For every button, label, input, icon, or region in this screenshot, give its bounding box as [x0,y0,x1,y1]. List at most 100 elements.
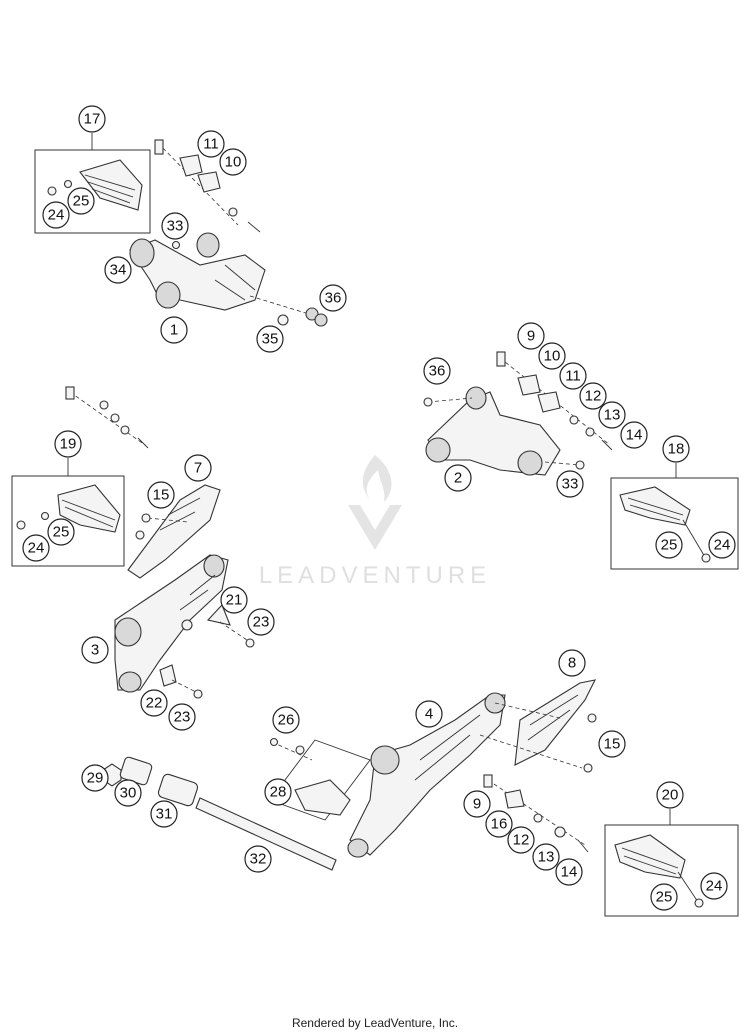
svg-text:19: 19 [60,436,77,453]
svg-text:11: 11 [203,136,219,153]
svg-text:10: 10 [544,348,561,365]
svg-text:25: 25 [661,537,678,554]
svg-text:26: 26 [278,712,295,729]
svg-text:16: 16 [491,816,508,833]
footer-credit: Rendered by LeadVenture, Inc. [291,1016,459,1030]
mount-part [294,779,351,816]
kit-box-18 [610,477,739,570]
callout-20: 20 [656,781,684,809]
callout-10: 10 [219,148,247,176]
callout-29: 29 [81,764,109,792]
svg-text:34: 34 [110,262,127,279]
svg-text:4: 4 [425,706,433,723]
v-logo-icon [348,505,402,550]
footpeg-bracket-rear-right [102,679,739,917]
callout-16: 16 [485,810,513,838]
callout-10: 10 [538,342,566,370]
svg-text:14: 14 [626,427,643,444]
svg-text:24: 24 [48,207,65,224]
svg-text:33: 33 [167,218,184,235]
svg-text:11: 11 [565,368,581,385]
callout-23: 23 [247,608,275,636]
watermark-text: LEADVENTURE [259,562,491,589]
svg-text:25: 25 [73,193,90,210]
shaft-part [195,797,337,871]
svg-text:36: 36 [429,363,446,380]
svg-text:25: 25 [53,524,70,541]
callout-21: 21 [220,586,248,614]
callout-11: 11 [197,130,225,158]
svg-text:9: 9 [473,796,481,813]
callout-23: 23 [168,703,196,731]
callout-17: 17 [78,105,106,133]
leadventure-watermark: LEADVENTURE [259,455,491,589]
callout-12: 12 [507,826,535,854]
callout-4: 4 [415,700,443,728]
svg-text:24: 24 [714,537,731,554]
callout-33: 33 [161,212,189,240]
bracket-part [114,554,229,691]
kit-box-17 [34,149,151,234]
svg-text:17: 17 [84,111,101,128]
callout-12: 12 [579,382,607,410]
svg-text:24: 24 [706,878,723,895]
svg-text:23: 23 [253,614,270,631]
callout-9: 9 [517,322,545,350]
flame-icon [362,455,392,502]
svg-text:21: 21 [226,592,243,609]
heel-guard-part [514,679,596,766]
callout-14: 14 [620,421,648,449]
svg-text:18: 18 [668,441,685,458]
callout-1: 1 [160,316,188,344]
callout-25: 25 [655,531,683,559]
callout-22: 22 [140,689,168,717]
callout-3: 3 [81,636,109,664]
callout-18: 18 [662,435,690,463]
callout-35: 35 [256,325,284,353]
svg-text:15: 15 [153,487,170,504]
footpeg-bracket-front-left [34,139,328,327]
footpeg-part [79,159,143,211]
callout-8: 8 [558,649,586,677]
callout-11: 11 [559,362,587,390]
callout-32: 32 [244,845,272,873]
footpeg-bracket-front-right [423,351,739,570]
heel-guard-part [127,484,221,579]
callout-24: 24 [22,534,50,562]
callout-36: 36 [423,357,451,385]
callout-24: 24 [42,201,70,229]
callout-15: 15 [147,481,175,509]
svg-text:33: 33 [562,476,579,493]
svg-text:7: 7 [194,460,202,477]
svg-text:35: 35 [262,331,279,348]
callout-19: 19 [54,430,82,458]
svg-text:23: 23 [174,709,191,726]
callout-25: 25 [67,187,95,215]
callout-28: 28 [264,778,292,806]
footpeg-part [614,834,686,879]
svg-text:24: 24 [28,540,45,557]
callout-31: 31 [150,800,178,828]
svg-text:32: 32 [250,851,267,868]
footpeg-part [57,484,121,533]
kit-box-20 [604,824,739,917]
callout-34: 34 [104,256,132,284]
sleeve-part [157,773,199,807]
svg-text:20: 20 [662,787,679,804]
svg-text:29: 29 [87,770,104,787]
svg-text:2: 2 [454,470,462,487]
svg-text:13: 13 [604,407,621,424]
svg-text:3: 3 [91,642,99,659]
svg-text:12: 12 [513,832,530,849]
svg-text:30: 30 [120,785,137,802]
svg-text:22: 22 [146,695,163,712]
callout-24: 24 [708,531,736,559]
svg-text:8: 8 [568,655,576,672]
svg-text:14: 14 [561,864,578,881]
svg-text:25: 25 [656,889,673,906]
callout-30: 30 [114,779,142,807]
callout-25: 25 [47,518,75,546]
callout-13: 13 [598,401,626,429]
svg-text:12: 12 [585,388,602,405]
